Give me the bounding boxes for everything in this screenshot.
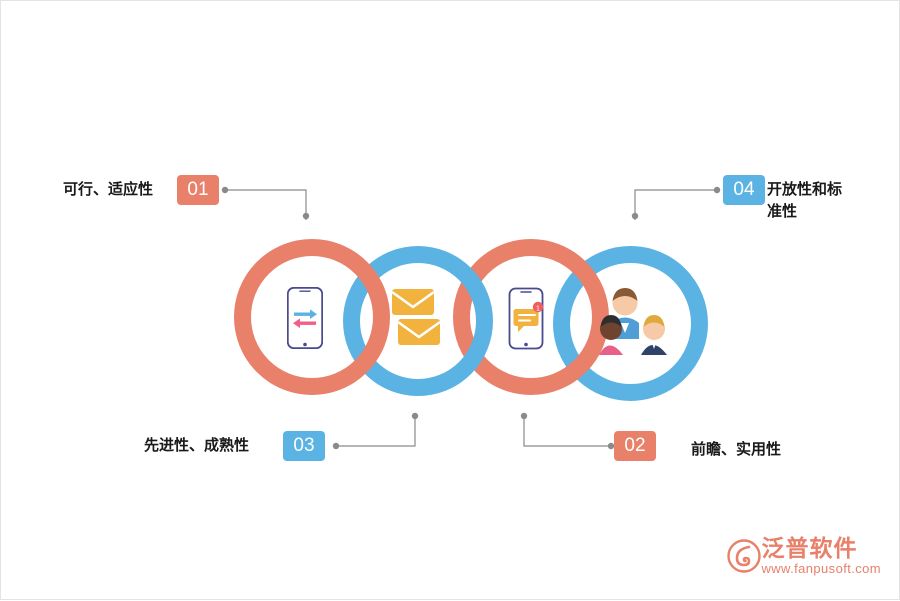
node-01-number: 01: [177, 175, 219, 205]
watermark: 泛普软件 www.fanpusoft.com: [727, 535, 881, 577]
svg-text:1: 1: [536, 304, 540, 313]
watermark-url: www.fanpusoft.com: [761, 561, 881, 576]
node-03-number: 03: [283, 431, 325, 461]
node-04-number: 04: [723, 175, 765, 205]
team-people-icon: [597, 279, 679, 357]
node-01-label: 可行、适应性: [63, 181, 154, 198]
fanpu-logo-icon: [727, 539, 762, 573]
phone-chat-icon: 1: [508, 287, 546, 351]
envelopes-icon: [386, 286, 448, 348]
phone-transfer-icon: [286, 286, 324, 350]
node-04-label: 开放性和标准性: [767, 181, 843, 220]
node-02-number: 02: [614, 431, 656, 461]
watermark-brand: 泛普软件: [761, 535, 858, 561]
node-03-label: 先进性、成熟性: [144, 437, 250, 454]
node-02-label: 前瞻、实用性: [691, 441, 782, 458]
